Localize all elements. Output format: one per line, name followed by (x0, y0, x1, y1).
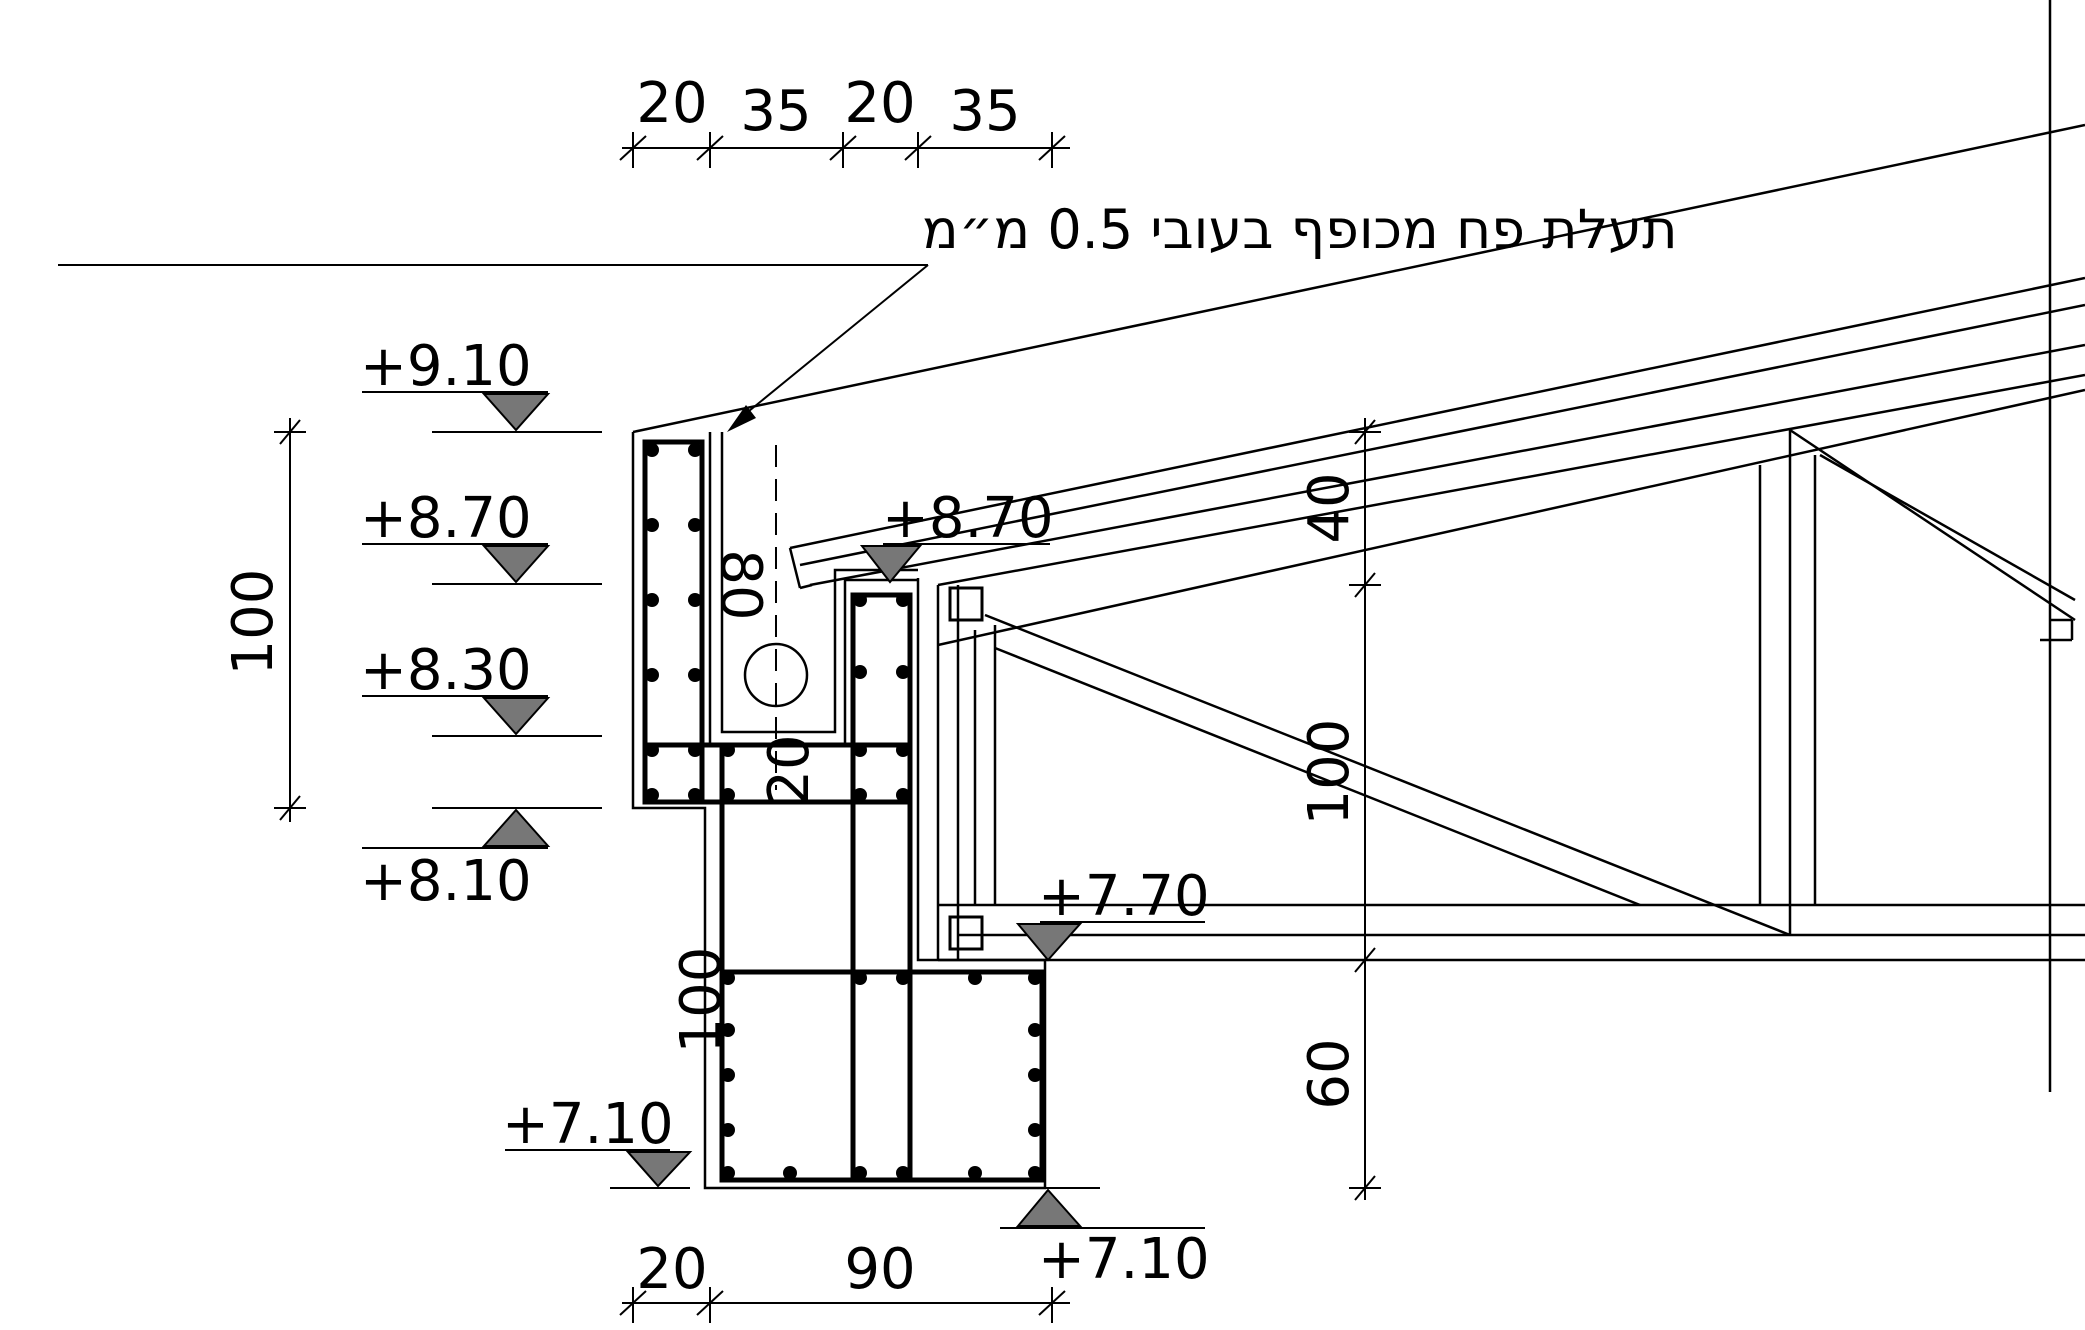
level-triangles (481, 393, 1083, 1227)
level-910: +9.10 (360, 334, 532, 399)
top-dimension-4: 35 (949, 79, 1020, 144)
truss-vertical-dimension (1349, 418, 1381, 1201)
top-dimension-3: 20 (844, 71, 915, 136)
truss-mid-dimension: 100 (1297, 719, 1362, 826)
lower-height-dimension: 100 (669, 947, 734, 1054)
note-leader (58, 264, 929, 421)
level-lines (362, 391, 1205, 1229)
level-870-left: +8.70 (360, 486, 532, 551)
level-770: +7.70 (1038, 864, 1210, 929)
level-870-gutter: +8.70 (882, 486, 1054, 551)
top-dimension-chain (619, 132, 1070, 168)
level-810: +8.10 (360, 849, 532, 914)
left-height-dimension: 100 (221, 569, 286, 676)
top-dimension-1: 20 (636, 71, 707, 136)
left-vertical-dimension (274, 418, 306, 822)
truss (936, 428, 2085, 962)
gutter-note: תעלת פח מכופף בעובי 0.5 מ״מ (922, 198, 1678, 261)
roof-lines (632, 123, 2085, 647)
top-dimension-2: 35 (740, 79, 811, 144)
rebar-dots (645, 443, 1042, 1180)
level-710-right: +7.10 (1038, 1227, 1210, 1292)
purlin-top (948, 586, 984, 622)
gutter-depth-dimension: 80 (708, 549, 773, 620)
right-wall (2040, 0, 2074, 1092)
level-710-left: +7.10 (502, 1092, 674, 1157)
bottom-dimension-1: 20 (636, 1237, 707, 1302)
purlin-bottom (948, 915, 984, 951)
slab-thickness-dimension: 20 (757, 734, 822, 805)
bottom-dimension-2: 90 (844, 1237, 915, 1302)
truss-top-dimension: 40 (1297, 472, 1362, 543)
drain-pipe (743, 642, 809, 708)
bottom-dimension-chain (619, 1287, 1070, 1323)
truss-bottom-dimension: 60 (1297, 1038, 1362, 1109)
leader-arrowhead (727, 405, 756, 432)
level-830: +8.30 (360, 638, 532, 703)
